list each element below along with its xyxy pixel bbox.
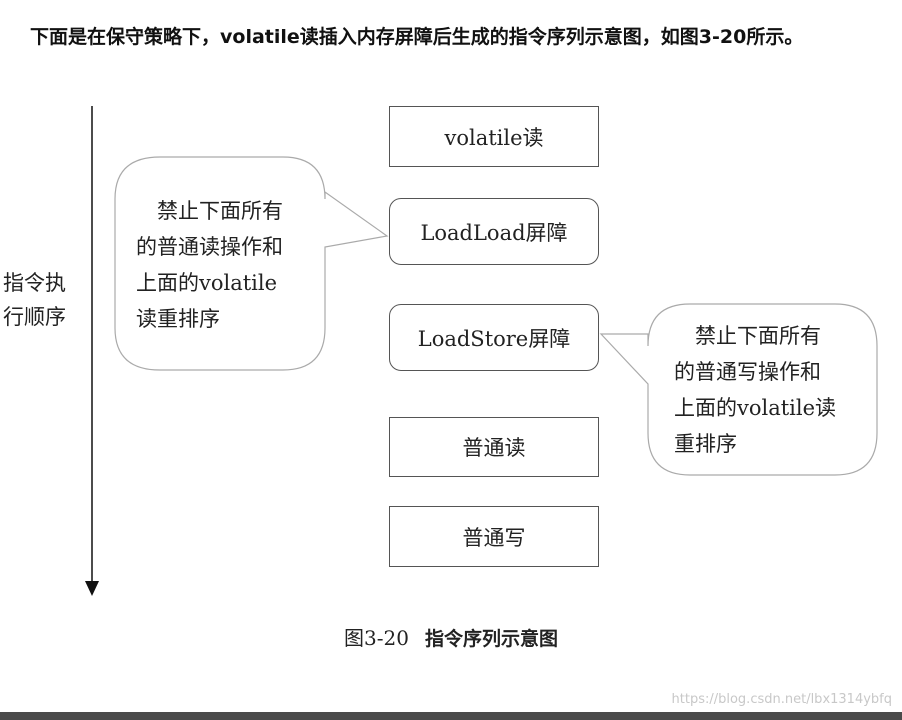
figure-number: 图3-20 <box>344 626 409 650</box>
execution-order-line-1: 指令执 <box>3 271 66 295</box>
sequence-box-loadstore-barrier: LoadStore屏障 <box>389 304 599 371</box>
callout-right-text: 禁止下面所有 的普通写操作和 上面的volatile读 重排序 <box>674 318 836 462</box>
execution-order-line-2: 行顺序 <box>3 305 66 329</box>
callout-left-bubble <box>114 156 389 371</box>
callout-left-text: 禁止下面所有 的普通读操作和 上面的volatile 读重排序 <box>136 193 283 337</box>
execution-order-arrow-head <box>85 581 99 596</box>
callout-left-line-1: 禁止下面所有 <box>136 199 283 223</box>
bottom-bar <box>0 712 902 720</box>
callout-right-line-2: 的普通写操作和 <box>674 360 821 384</box>
sequence-box-volatile-read: volatile读 <box>389 106 599 167</box>
callout-right-line-1: 禁止下面所有 <box>674 324 821 348</box>
figure-caption: 图3-20 指令序列示意图 <box>0 622 902 651</box>
callout-right-line-4: 重排序 <box>674 432 737 456</box>
sequence-box-loadload-barrier: LoadLoad屏障 <box>389 198 599 265</box>
callout-left-line-2: 的普通读操作和 <box>136 235 283 259</box>
intro-text: 下面是在保守策略下，volatile读插入内存屏障后生成的指令序列示意图，如图3… <box>30 26 804 48</box>
figure-title: 指令序列示意图 <box>424 628 558 650</box>
sequence-box-normal-read: 普通读 <box>389 417 599 477</box>
callout-left-line-3: 上面的volatile <box>136 271 278 295</box>
callout-right-line-3: 上面的volatile读 <box>674 396 837 420</box>
execution-order-label: 指令执 行顺序 <box>0 266 66 334</box>
sequence-box-normal-write: 普通写 <box>389 506 599 567</box>
callout-left-line-4: 读重排序 <box>136 307 220 331</box>
watermark-url: https://blog.csdn.net/lbx1314ybfq <box>671 692 892 707</box>
callout-right-bubble <box>599 303 878 476</box>
